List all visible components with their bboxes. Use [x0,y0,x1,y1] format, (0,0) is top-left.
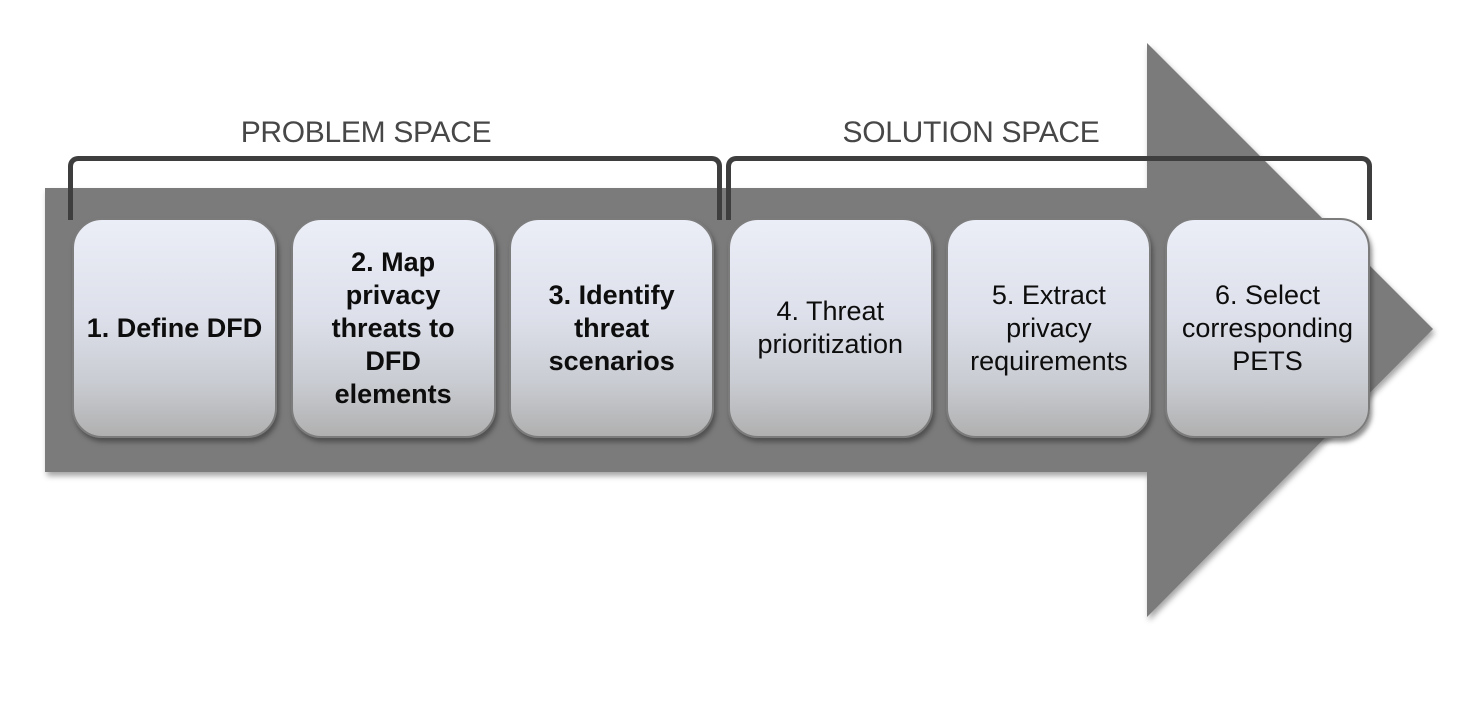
step-1-define-dfd: 1. Define DFD [72,218,277,438]
step-4-threat-prioritization: 4. Threat prioritization [727,218,933,438]
step-label: 1. Define DFD [86,312,263,343]
step-label: 2. Map privacy threats to DFD elements [331,246,455,409]
problem-space-label: PROBLEM SPACE [240,116,492,149]
problem-space-bracket [68,156,722,220]
step-label: 4. Threat prioritization [757,296,904,359]
step-5-extract-privacy-requirements: 5. Extract privacy requirements [946,218,1152,438]
step-label: 3. Identify threat scenarios [548,279,675,376]
step-2-map-privacy-threats: 2. Map privacy threats to DFD elements [290,218,496,438]
step-label: 6. Select corresponding PETS [1181,279,1354,376]
step-label: 5. Extract privacy requirements [970,279,1128,376]
process-steps: 1. Define DFD 2. Map privacy threats to … [72,218,1370,438]
step-6-select-corresponding-pets: 6. Select corresponding PETS [1164,218,1370,438]
solution-space-label: SOLUTION SPACE [842,116,1100,149]
step-3-identify-threat-scenarios: 3. Identify threat scenarios [509,218,715,438]
solution-space-bracket [726,156,1372,220]
